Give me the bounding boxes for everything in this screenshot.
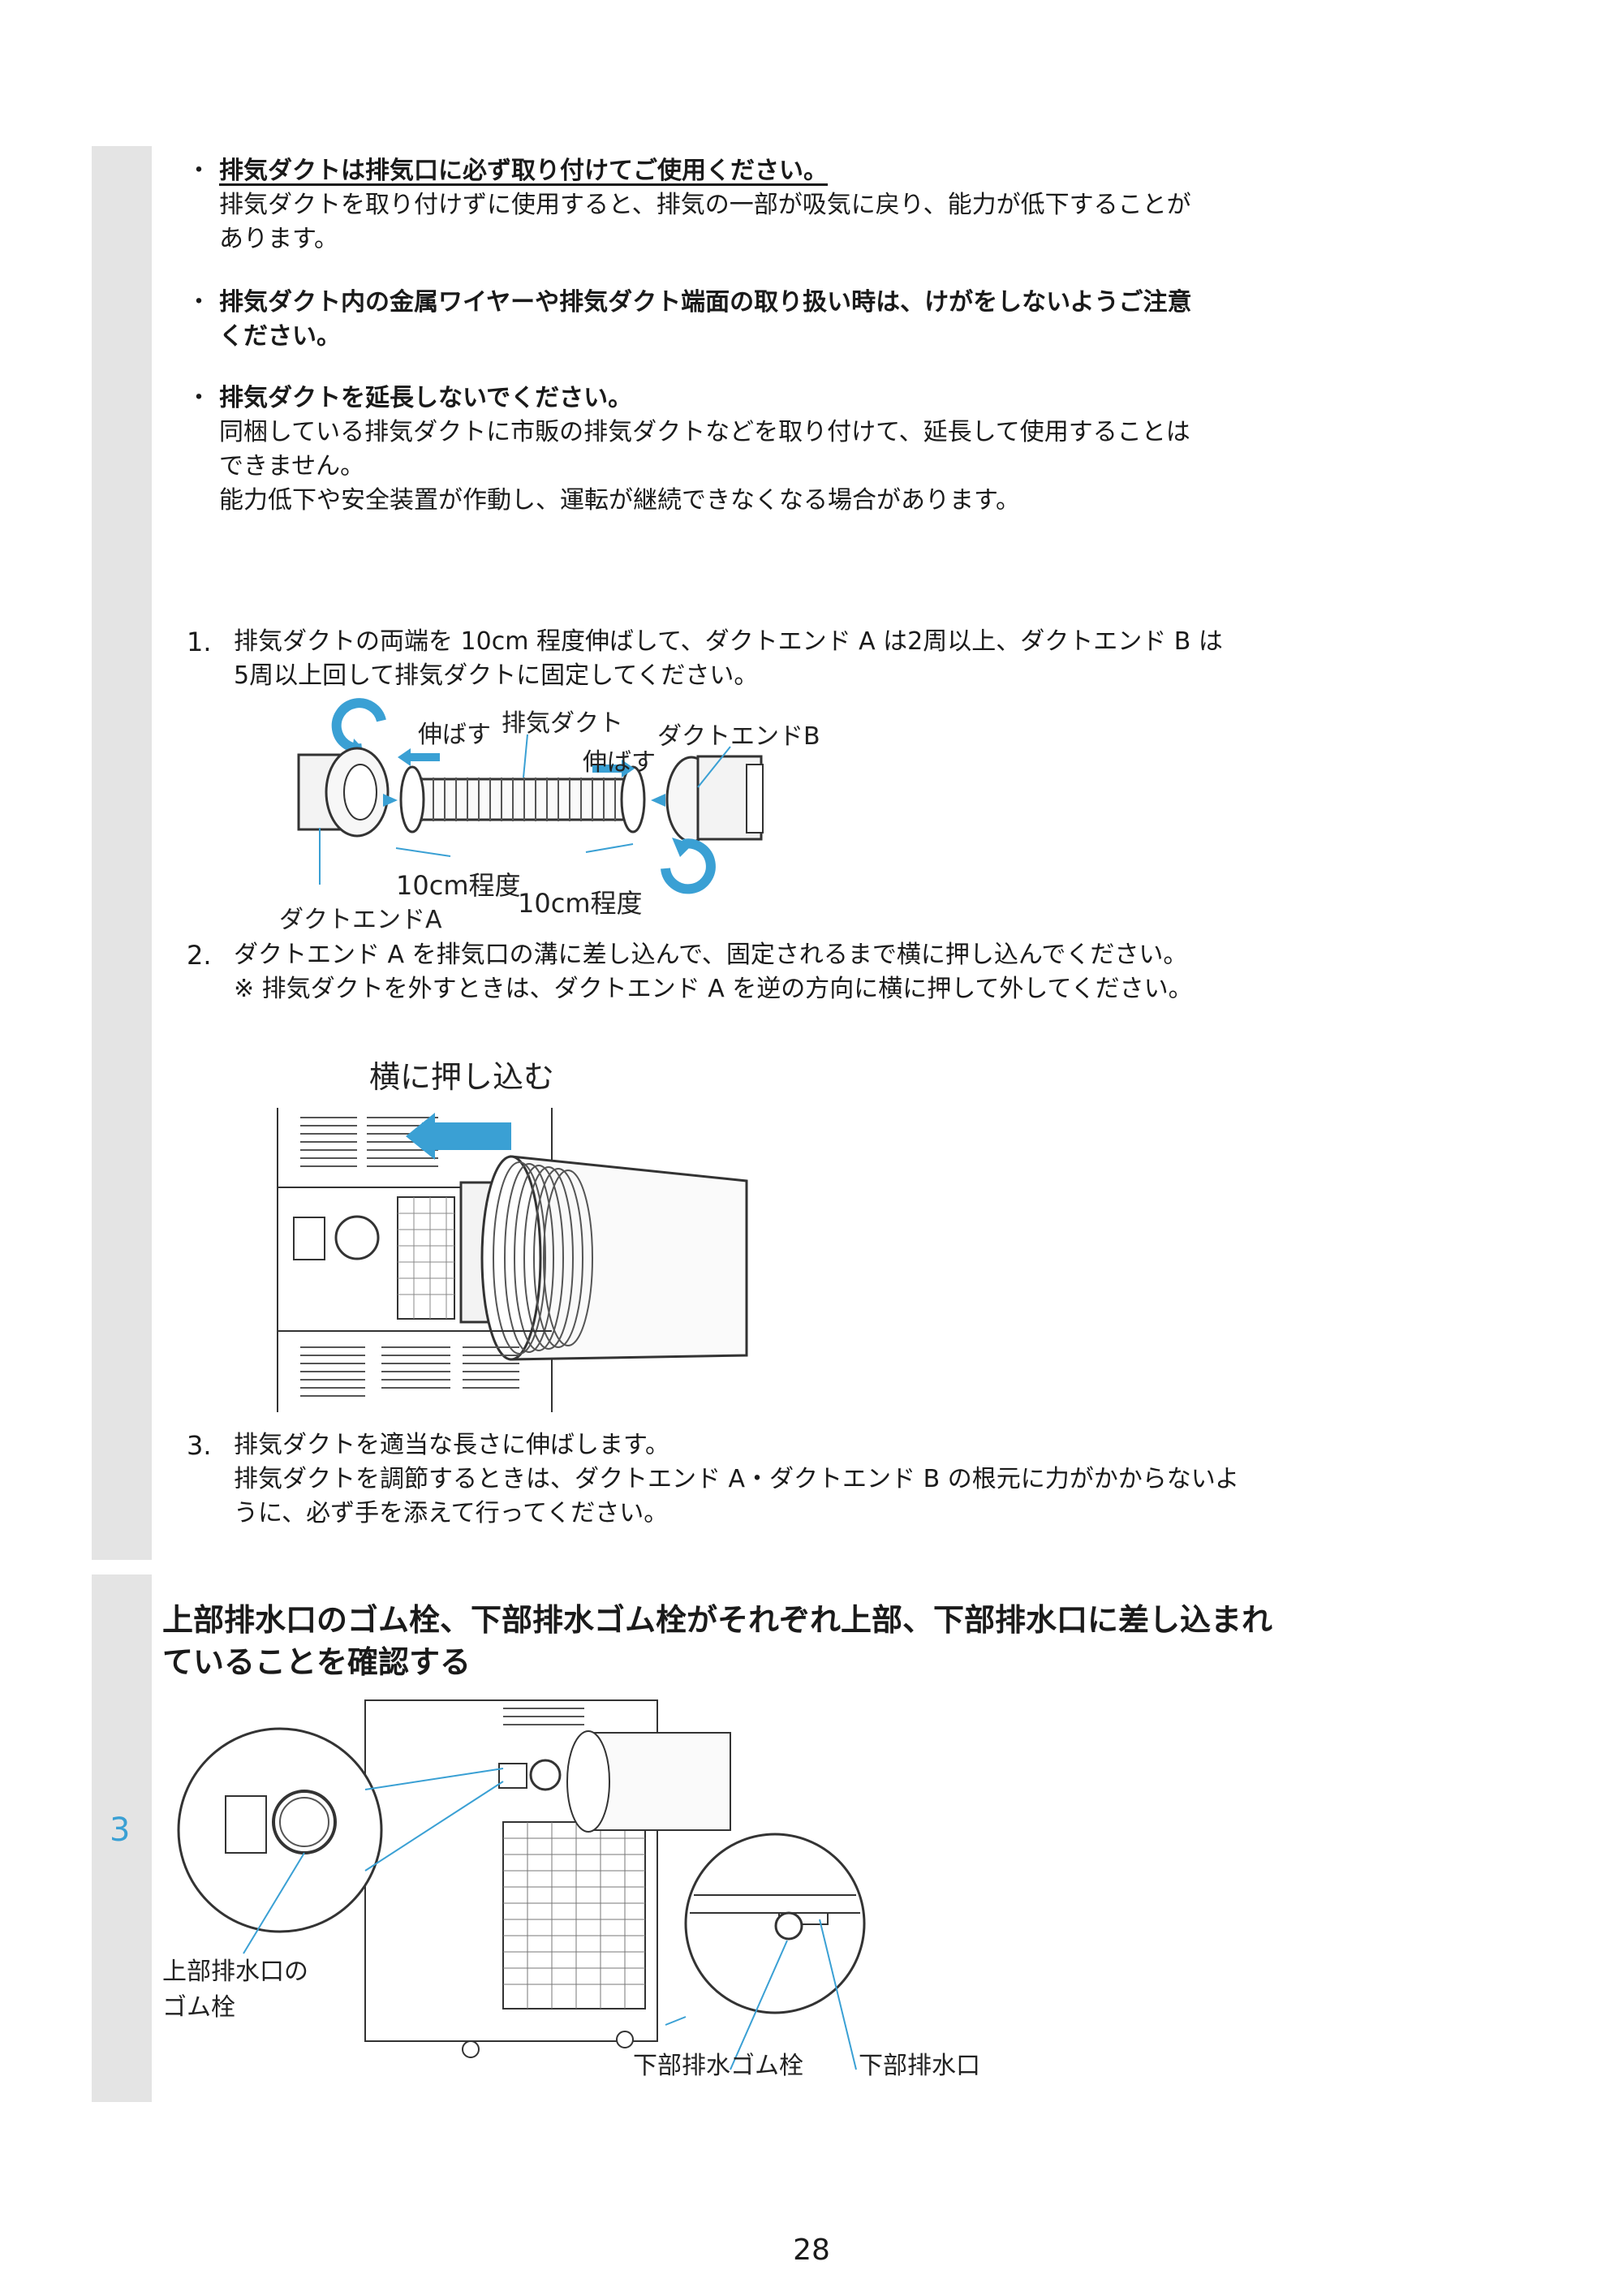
label-push-sideways: 横に押し込む	[369, 1059, 555, 1095]
step-text: ダクトエンド A を排気口の溝に差し込んで、固定されるまで横に押し込んでください…	[234, 941, 1188, 969]
step-number: 3.	[187, 1430, 212, 1461]
instruction-step-1: 1. 排気ダクトの両端を 10cm 程度伸ばして、ダクトエンド A は2周以上、…	[187, 625, 1290, 693]
bullet-text: 同梱している排気ダクトに市販の排気ダクトなどを取り付けて、延長して使用することは	[219, 418, 1190, 446]
bullet-heading: 排気ダクト内の金属ワイヤーや排気ダクト端面の取り扱い時は、けがをしないようご注意	[219, 288, 1192, 317]
bullet-heading: 排気ダクトは排気口に必ず取り付けてご使用ください。	[219, 157, 828, 185]
step-text: 5周以上回して排気ダクトに固定してください。	[234, 661, 759, 690]
heading-line: 上部排水口のゴム栓、下部排水ゴム栓がそれぞれ上部、下部排水口に差し込まれ	[162, 1602, 1273, 1638]
step-text: 排気ダクトを適当な長さに伸ばします。	[234, 1431, 669, 1459]
bullet-text: あります。	[219, 225, 338, 253]
step-text: 排気ダクトを調節するときは、ダクトエンド A・ダクトエンド B の根元に力がかか…	[234, 1465, 1240, 1493]
duct-insertion-illustration	[277, 1108, 748, 1412]
step-number: 2.	[187, 940, 212, 971]
instruction-step-3: 3. 排気ダクトを適当な長さに伸ばします。 排気ダクトを調節するときは、ダクトエ…	[187, 1428, 1290, 1531]
label-duct-end-b: ダクトエンドB	[657, 722, 820, 751]
label-stretch-right: 伸ばす	[583, 748, 656, 777]
label-lower-drain-plug: 下部排水ゴム栓	[633, 2052, 803, 2080]
label-duct-end-a: ダクトエンドA	[279, 906, 442, 934]
instruction-step-2: 2. ダクトエンド A を排気口の溝に差し込んで、固定されるまで横に押し込んでく…	[187, 938, 1290, 1006]
caution-bullet-attach: ・ 排気ダクトは排気口に必ず取り付けてご使用ください。 排気ダクトを取り付けずに…	[187, 154, 1290, 256]
label-length-left: 10cm程度	[396, 870, 521, 901]
step-number: 1.	[187, 627, 212, 657]
caution-bullet-extend: ・ 排気ダクトを延長しないでください。 同梱している排気ダクトに市販の排気ダクト…	[187, 381, 1290, 518]
section-step-number: 3	[110, 1811, 131, 1849]
duct-assembly-illustration	[297, 698, 764, 894]
label-line: ゴム栓	[162, 1993, 235, 2022]
label-stretch-left: 伸ばす	[418, 721, 491, 749]
drain-plugs-illustration	[177, 1699, 866, 2070]
sidebar-band-upper	[92, 146, 152, 1560]
label-length-right: 10cm程度	[518, 888, 643, 919]
bullet-text: 能力低下や安全装置が作動し、運転が継続できなくなる場合があります。	[219, 486, 1020, 515]
page-number: 28	[793, 2234, 830, 2267]
step-text: ※ 排気ダクトを外すときは、ダクトエンド A を逆の方向に横に押して外してくださ…	[234, 975, 1193, 1003]
section-heading: 上部排水口のゴム栓、下部排水ゴム栓がそれぞれ上部、下部排水口に差し込まれ ている…	[162, 1599, 1298, 1683]
label-exhaust-duct: 排気ダクト	[502, 709, 623, 738]
bullet-text: 排気ダクトを取り付けずに使用すると、排気の一部が吸気に戻り、能力が低下することが	[219, 191, 1191, 219]
bullet-heading: ください。	[219, 322, 341, 351]
bullet-dot: ・	[187, 157, 211, 185]
label-lower-drain-outlet: 下部排水口	[859, 2052, 980, 2080]
bullet-text: できません。	[219, 452, 365, 480]
caution-bullet-wire: ・ 排気ダクト内の金属ワイヤーや排気ダクト端面の取り扱い時は、けがをしないようご…	[187, 286, 1290, 354]
sidebar-band-lower	[92, 1574, 152, 2102]
label-upper-drain-plug: 上部排水口の ゴム栓	[162, 1951, 308, 2022]
bullet-heading: 排気ダクトを延長しないでください。	[219, 384, 633, 412]
bullet-dot: ・	[187, 288, 211, 317]
heading-line: ていることを確認する	[162, 1644, 471, 1680]
label-line: 上部排水口の	[162, 1958, 308, 1986]
bullet-dot: ・	[187, 384, 211, 412]
step-text: 排気ダクトの両端を 10cm 程度伸ばして、ダクトエンド A は2周以上、ダクト…	[234, 627, 1223, 656]
step-text: うに、必ず手を添えて行ってください。	[234, 1499, 669, 1527]
